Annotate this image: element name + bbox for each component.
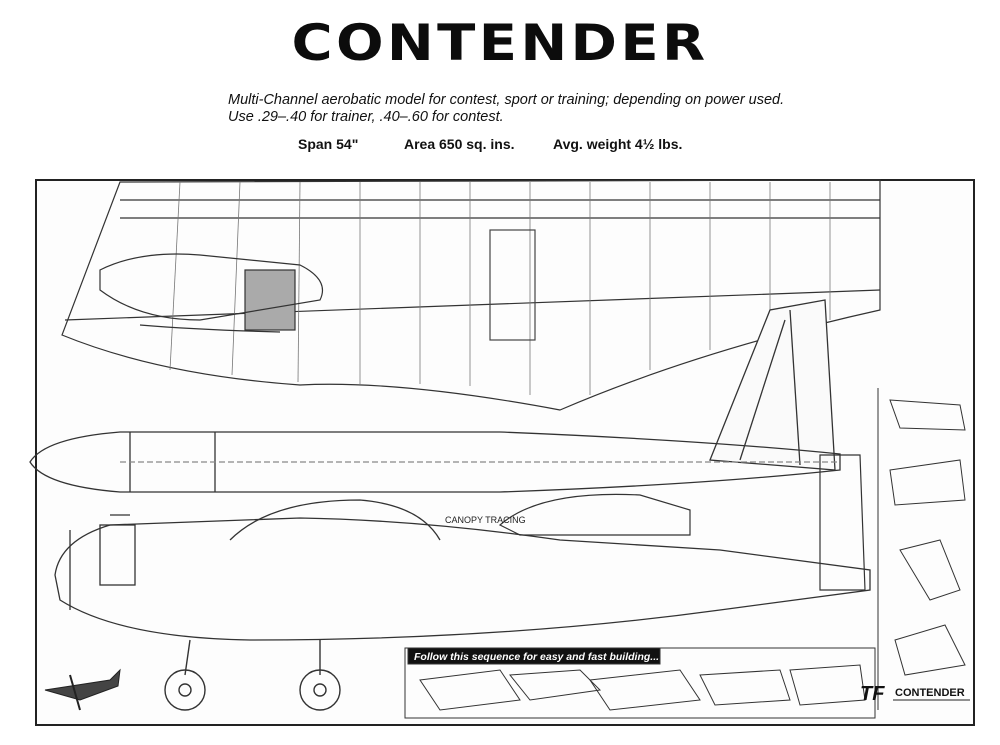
span-spec: Span 54"	[298, 136, 359, 152]
cowl-sketch	[99, 253, 324, 333]
sequence-banner: Follow this sequence for easy and fast b…	[414, 651, 659, 663]
plan-sheet: CANOPY TRACING Follow this sequence for	[0, 170, 1000, 745]
brand-mark: TF	[860, 683, 885, 705]
canopy-label: CANOPY TRACING	[445, 515, 526, 525]
plan-footer: TF CONTENDER	[860, 683, 970, 705]
stabilizer-top-view	[819, 454, 866, 591]
fuselage-side-view	[54, 499, 871, 641]
weight-spec: Avg. weight 4½ lbs.	[553, 136, 683, 152]
model-description: Multi-Channel aerobatic model for contes…	[228, 92, 785, 125]
canopy-tracing: CANOPY TRACING	[445, 493, 691, 536]
wing-planform	[61, 179, 881, 411]
footer-name: CONTENDER	[895, 687, 965, 699]
fuselage-top-view	[29, 431, 841, 493]
page-title: CONTENDER	[291, 14, 709, 72]
right-detail-panel	[877, 388, 966, 710]
landing-gear	[164, 639, 341, 711]
building-sequence: Follow this sequence for easy and fast b…	[404, 647, 876, 719]
vertical-fin	[709, 299, 836, 471]
color-scheme-sketch	[44, 668, 121, 711]
area-spec: Area 650 sq. ins.	[404, 136, 515, 152]
plan-drawing: CANOPY TRACING Follow this sequence for	[29, 179, 975, 726]
